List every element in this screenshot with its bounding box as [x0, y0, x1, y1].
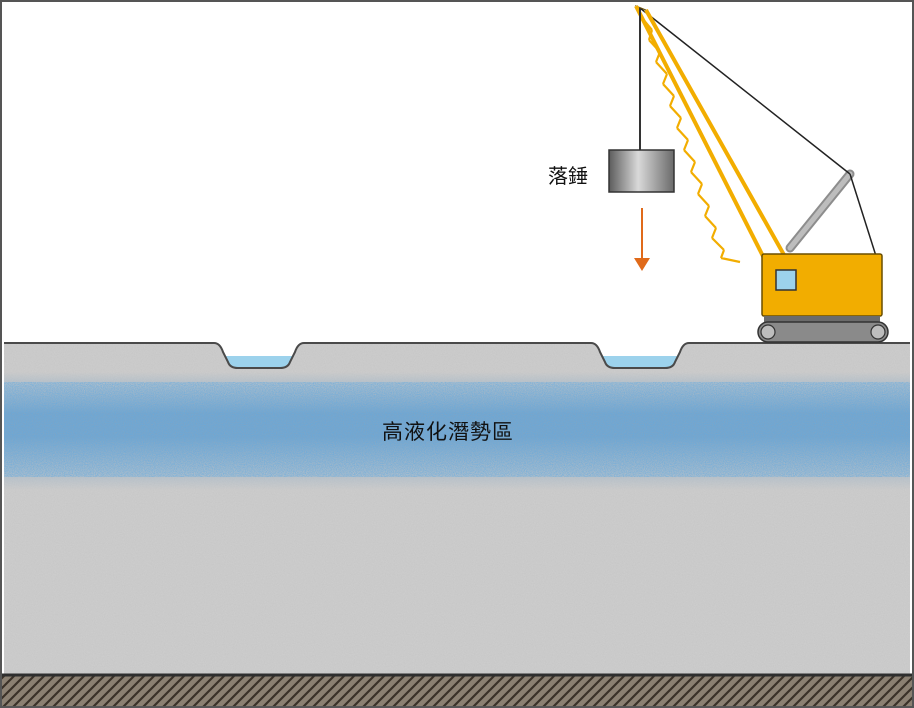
- drop-hammer-label: 落錘: [548, 164, 588, 188]
- ground-surface: [4, 342, 910, 369]
- drop-hammer-icon: [608, 149, 675, 193]
- liquefaction-zone-label: 高液化潛勢區: [382, 420, 514, 444]
- down-arrow-icon: [634, 208, 650, 271]
- crane-icon: [634, 5, 889, 343]
- surface-water: [222, 356, 683, 370]
- soil-layer: [4, 343, 910, 675]
- bedrock-layer: [2, 675, 912, 706]
